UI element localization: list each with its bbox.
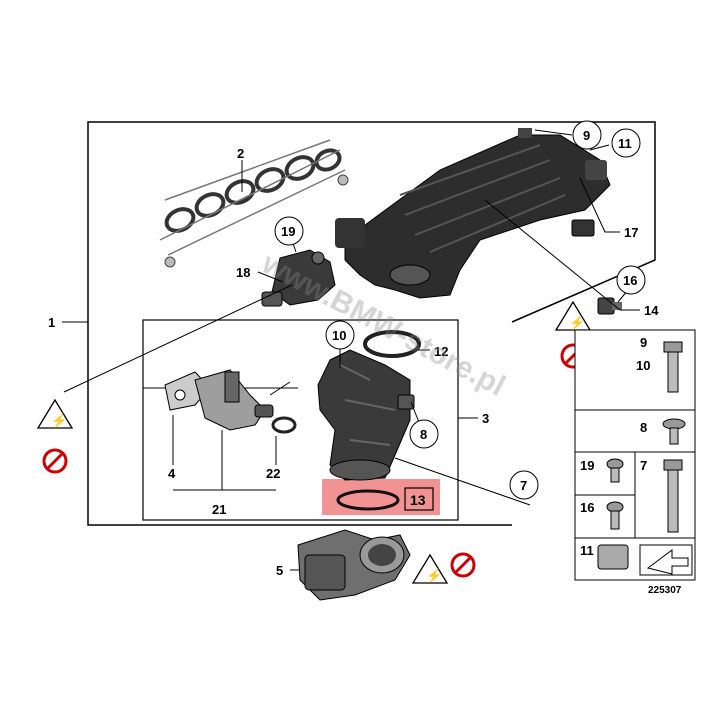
legend-label-19: 19 xyxy=(580,458,594,473)
svg-text:⚡: ⚡ xyxy=(51,413,67,429)
label-part-17: 17 xyxy=(624,225,638,240)
svg-text:⚡: ⚡ xyxy=(569,315,585,331)
leader-lines xyxy=(62,129,640,571)
bolt-icon xyxy=(663,341,683,393)
legend-label-16: 16 xyxy=(580,500,594,515)
throttle-group-frame xyxy=(142,319,459,521)
legend-label-7: 7 xyxy=(640,458,647,473)
long-bolt-icon xyxy=(663,459,683,533)
label-part-2: 2 xyxy=(237,146,244,161)
no-touch-icon xyxy=(450,552,476,578)
label-part-12: 12 xyxy=(434,344,448,359)
o-ring-part-12 xyxy=(363,330,421,358)
legend-label-10: 10 xyxy=(636,358,650,373)
warning-triangle-icon: ⚡ xyxy=(554,300,592,331)
arrow-icon xyxy=(639,544,693,576)
label-part-14: 14 xyxy=(644,303,659,318)
label-part-3: 3 xyxy=(482,411,489,426)
label-part-11: 11 xyxy=(618,136,632,151)
throttle-body-part-5 xyxy=(297,529,411,601)
sensor-part-14 xyxy=(597,297,622,315)
legend-label-11: 11 xyxy=(580,543,594,558)
legend-label-9: 9 xyxy=(640,335,647,350)
o-ring-part-22 xyxy=(271,416,297,434)
label-part-19: 19 xyxy=(281,224,295,239)
label-part-16: 16 xyxy=(623,273,637,288)
legend-label-8: 8 xyxy=(640,420,647,435)
svg-text:⚡: ⚡ xyxy=(426,568,442,584)
label-box-13 xyxy=(404,487,434,511)
label-part-4: 4 xyxy=(168,466,176,481)
label-part-8: 8 xyxy=(420,427,427,442)
label-part-1: 1 xyxy=(48,315,55,330)
label-part-7: 7 xyxy=(520,478,527,493)
label-part-5: 5 xyxy=(276,563,283,578)
screw-icon xyxy=(606,458,624,483)
screw-icon xyxy=(662,418,686,445)
label-part-21: 21 xyxy=(212,502,226,517)
label-part-13: 13 xyxy=(410,492,426,508)
diagram-id: 225307 xyxy=(648,585,682,596)
label-part-22: 22 xyxy=(266,466,280,481)
intake-manifold xyxy=(335,128,611,299)
fastener-legend: 9 10 8 19 7 16 11 xyxy=(574,329,696,581)
warning-triangle-icon: ⚡ xyxy=(411,553,449,584)
elbow-part-18 xyxy=(261,249,336,307)
gasket-part-2 xyxy=(159,139,349,268)
circled-labels: 9 11 19 16 10 8 7 xyxy=(274,120,646,500)
warning-triangle-icon: ⚡ xyxy=(36,398,74,429)
no-touch-icon xyxy=(42,448,68,474)
clip-icon xyxy=(597,544,629,570)
part-labels: 1 2 3 4 5 14 17 18 12 21 22 xyxy=(48,146,659,578)
pipe-part-3 xyxy=(317,349,415,481)
o-ring-part-13 xyxy=(336,489,400,511)
label-part-18: 18 xyxy=(236,265,250,280)
sensor-part-17 xyxy=(571,219,595,237)
label-part-9: 9 xyxy=(583,128,590,143)
label-part-10: 10 xyxy=(332,328,346,343)
valve-part-21 xyxy=(164,369,274,431)
screw-icon xyxy=(606,501,624,530)
